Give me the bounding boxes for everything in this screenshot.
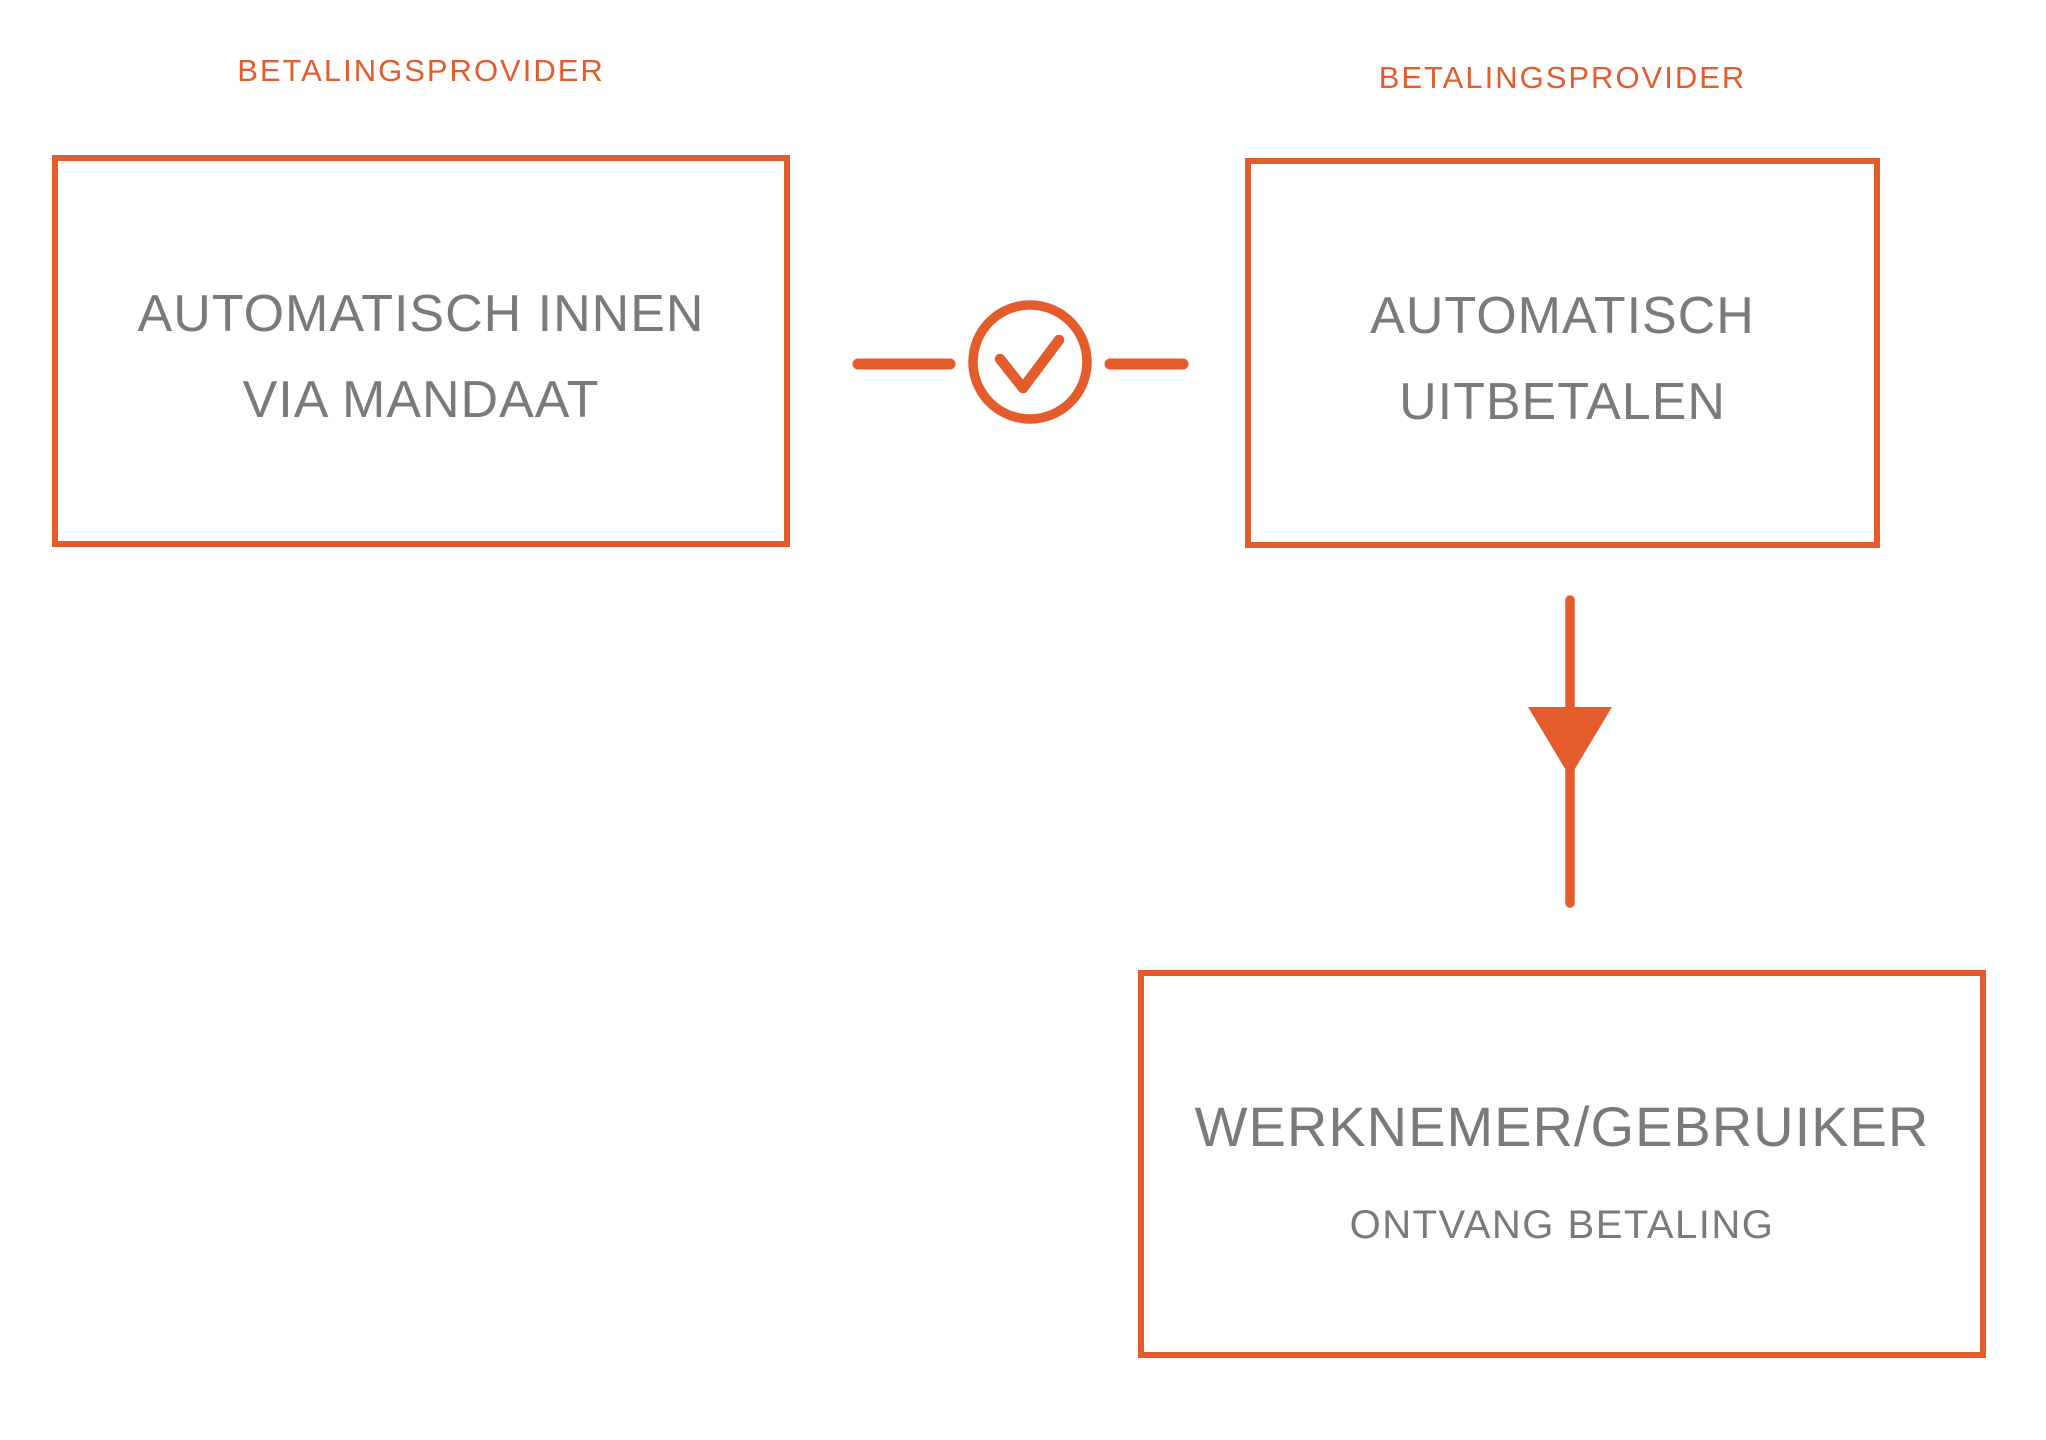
employee-user-box: WERKNEMER/GEBRUIKER ONTVANG BETALING [1138,970,1986,1358]
check-circle-icon [968,300,1092,424]
right-provider-label: BETALINGSPROVIDER [1378,60,1747,95]
left-provider-label: BETALINGSPROVIDER [237,53,605,88]
down-arrow-icon [1528,595,1612,908]
payout-box-line2: UITBETALEN [1399,373,1726,431]
payout-box-line1: AUTOMATISCH [1370,287,1755,345]
collect-box-line2: VIA MANDAAT [242,371,600,429]
collect-box-line1: AUTOMATISCH INNEN [137,285,705,343]
auto-payout-box: AUTOMATISCH UITBETALEN [1245,158,1880,548]
employee-box-line2: ONTVANG BETALING [1349,1203,1775,1247]
employee-box-line1: WERKNEMER/GEBRUIKER [1194,1095,1930,1158]
collect-via-mandate-box: AUTOMATISCH INNEN VIA MANDAAT [52,155,790,547]
